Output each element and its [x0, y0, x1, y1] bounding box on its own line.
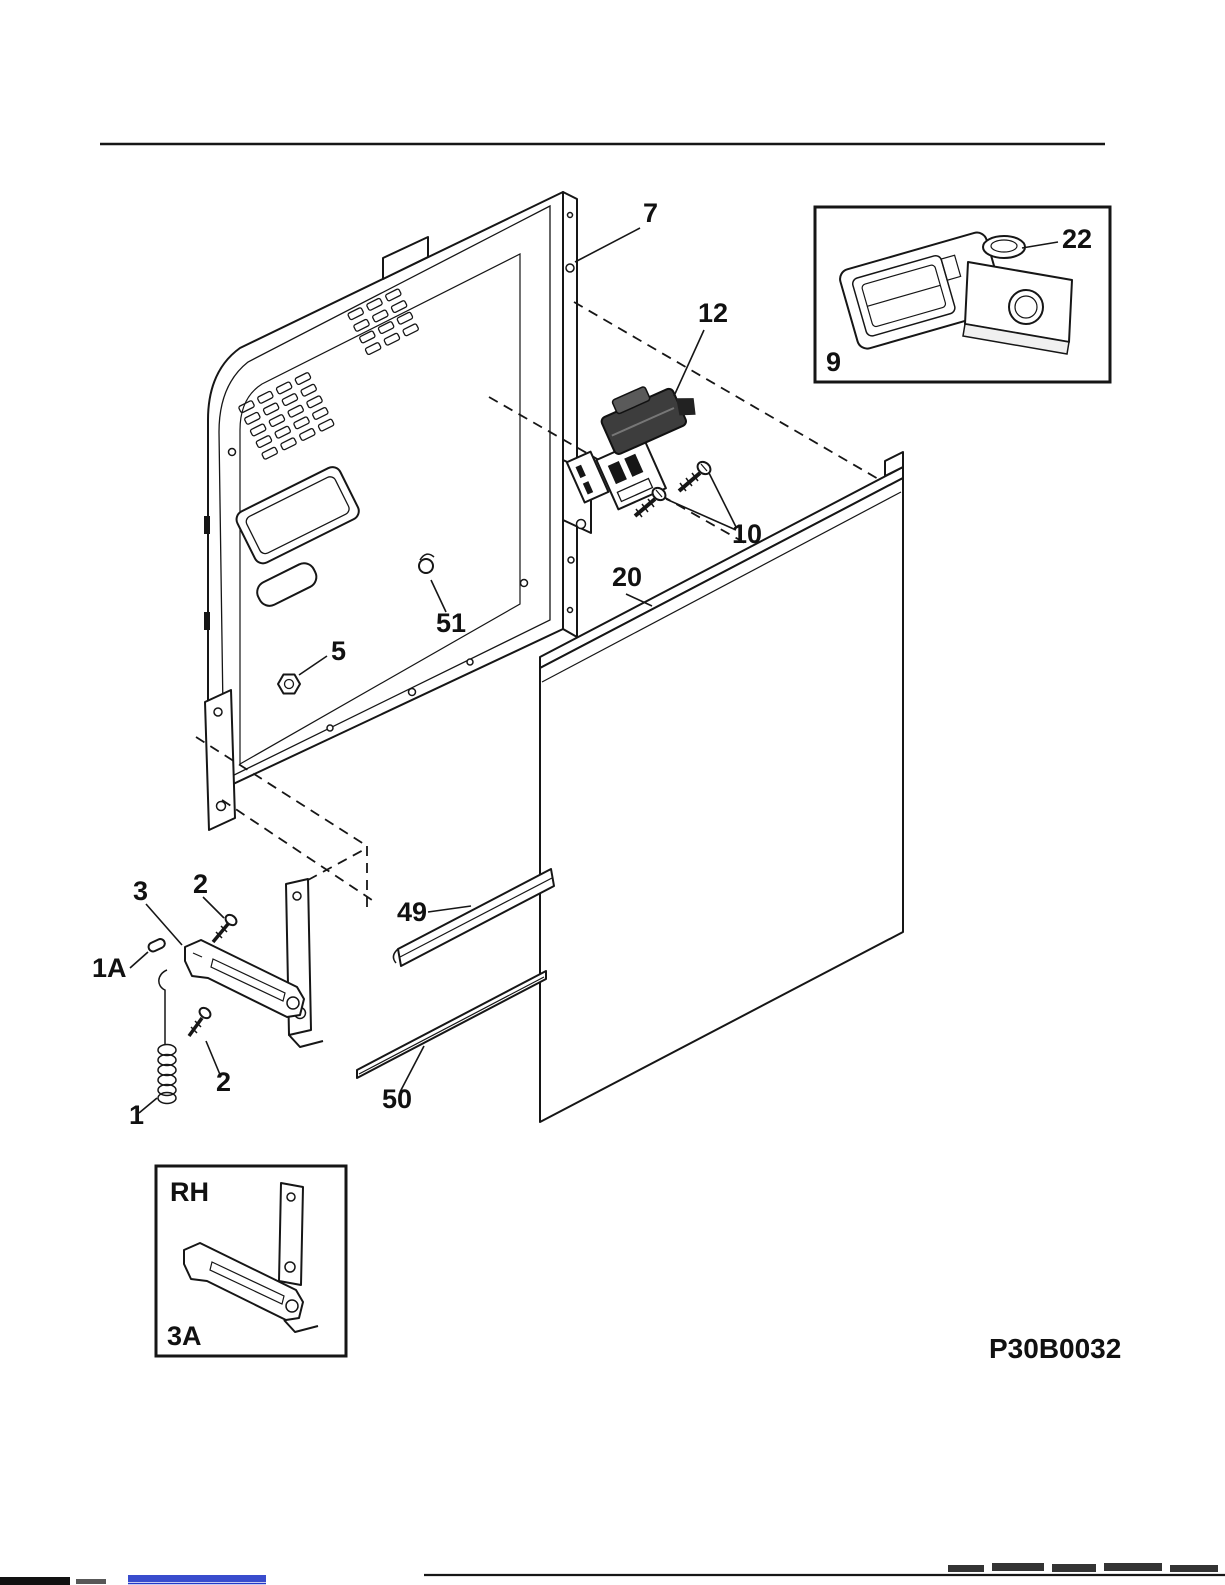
hinge-mounting-plate: [285, 878, 324, 1048]
leader-7: [574, 227, 641, 263]
callout-2-lower: 2: [216, 1067, 231, 1097]
latch-screw: [677, 460, 712, 493]
panel-top-tab: [382, 236, 429, 280]
door-spring-1: [138, 1043, 177, 1114]
panel-hinge-plate: [204, 689, 236, 831]
door-latch-assembly: [565, 386, 696, 511]
edge-slot: [204, 516, 210, 534]
callout-1: 1: [129, 1100, 144, 1130]
footer-text-fragment: [1170, 1565, 1218, 1572]
footer-text-fragment: [1104, 1563, 1162, 1571]
callout-10: 10: [732, 519, 762, 549]
callout-50: 50: [382, 1084, 412, 1114]
callout-3a: 3A: [167, 1321, 202, 1351]
vent-grille-upper: [347, 288, 419, 356]
callout-22: 22: [1062, 224, 1092, 254]
footer-text-fragment: [1052, 1564, 1096, 1572]
footer: [0, 1563, 1225, 1585]
hinge-screw-lower: [187, 1006, 222, 1078]
hinge-arm-3: [145, 903, 305, 1018]
latch-screw: [633, 486, 667, 518]
detergent-dispenser: [839, 231, 1073, 355]
door-trim-strip-49: [392, 868, 555, 967]
panel-side-flange: [562, 191, 578, 638]
footer-text-fragment: [992, 1563, 1044, 1571]
outer-door-panel: [539, 451, 904, 1123]
rinse-aid-cap-22: [982, 235, 1059, 259]
leader-10a: [708, 472, 737, 528]
footer-text-fragment: [948, 1565, 984, 1572]
footer-text-fragment: [0, 1577, 70, 1585]
callout-12: 12: [698, 298, 728, 328]
footer-link-fragment[interactable]: [128, 1575, 266, 1585]
callout-2-upper: 2: [193, 869, 208, 899]
dispenser-inset-box: [813, 205, 1112, 384]
callout-9: 9: [826, 347, 841, 377]
hinge-pin-1a: [129, 938, 166, 969]
callout-51: 51: [436, 608, 466, 638]
leader-10b: [665, 498, 737, 531]
figure-code: P30B0032: [989, 1333, 1121, 1364]
rh-inset-box: [154, 1164, 348, 1358]
leader-12: [673, 329, 705, 397]
rh-inset-title: RH: [170, 1177, 209, 1207]
handle-opening: [256, 562, 318, 607]
inner-door-panel: [204, 191, 592, 831]
callout-5: 5: [331, 636, 346, 666]
retainer-clip-51: [418, 553, 447, 613]
rh-hinge-arm-3a: [183, 1182, 319, 1333]
callout-3: 3: [133, 876, 148, 906]
callout-20: 20: [612, 562, 642, 592]
callout-7: 7: [643, 198, 658, 228]
vent-grille-lower: [238, 372, 335, 460]
callout-49: 49: [397, 897, 427, 927]
edge-slot: [204, 612, 210, 630]
leader-20: [625, 593, 653, 607]
hex-nut-5: [277, 655, 328, 695]
door-trim-strip-50: [356, 970, 547, 1093]
callout-1a: 1A: [92, 953, 127, 983]
console-recess: [235, 466, 360, 565]
spring-link-wire: [158, 969, 168, 1044]
footer-text-fragment: [76, 1579, 106, 1584]
hinge-screw-upper: [202, 896, 238, 944]
